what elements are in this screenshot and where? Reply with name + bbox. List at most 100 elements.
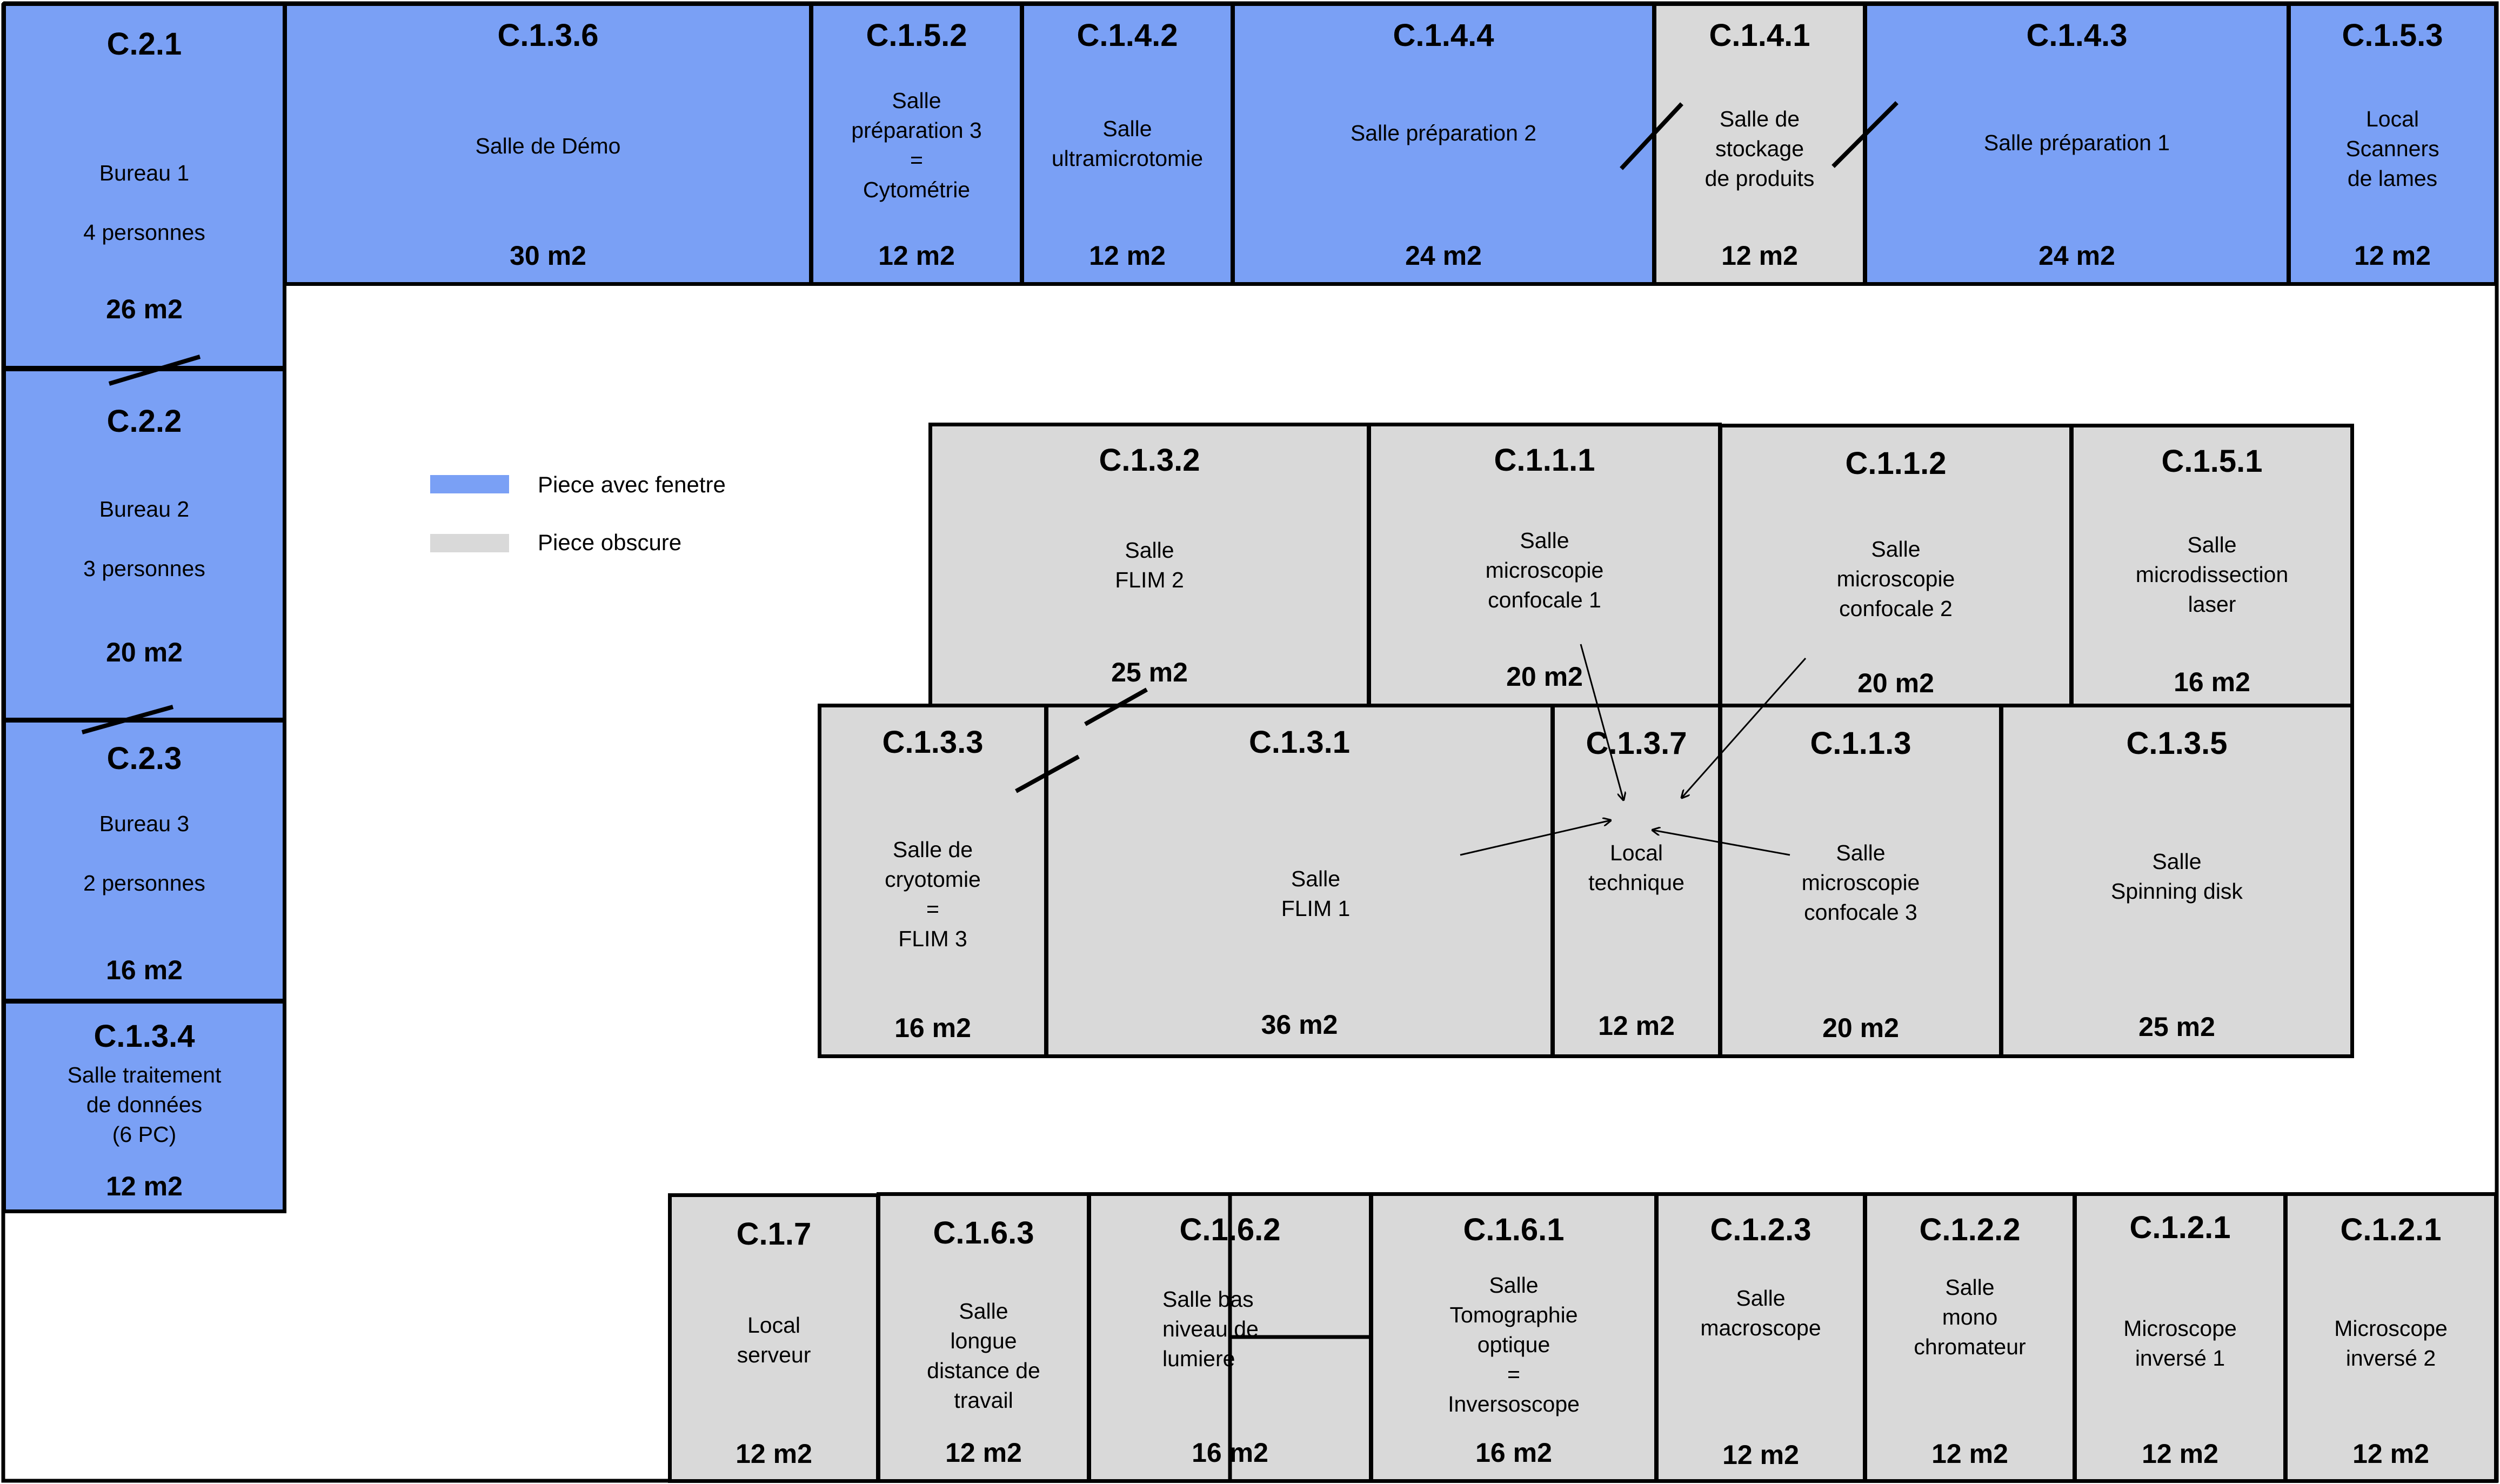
room-id: C.1.2.3 [1710,1212,1812,1247]
room-name: Salle préparation 2 [1350,121,1537,145]
room-c-1-2-1-b: C.1.2.1 Microscope inversé 2 12 m2 [2284,1192,2498,1483]
room-c-1-6-1: C.1.6.1 Salle Tomographie optique = Inve… [1369,1192,1658,1483]
room-c-1-3-7: C.1.3.7 Local technique 12 m2 [1551,704,1722,1058]
room-area: 16 m2 [1192,1438,1268,1468]
room-c-1-2-2: C.1.2.2 Salle mono chromateur 12 m2 [1863,1192,2076,1483]
room-id: C.1.6.1 [1463,1212,1565,1247]
room-name: Salle longue distance de travail [927,1299,1040,1413]
room-c-1-3-5: C.1.3.5 Salle Spinning disk 25 m2 [2000,704,2354,1058]
room-id: C.1.6.3 [933,1215,1034,1251]
room-c-1-1-2: C.1.1.2 Salle microscopie confocale 2 20… [1719,424,2073,709]
room-name: Bureau 2 3 personnes [83,497,205,581]
room-name: Salle microscopie confocale 3 [1801,840,1920,925]
room-name: Local technique [1588,840,1685,895]
room-area: 36 m2 [1261,1010,1338,1040]
room-c-1-6-3: C.1.6.3 Salle longue distance de travail… [877,1192,1091,1483]
room-c-2-1: C.2.1 Bureau 1 4 personnes 26 m2 [2,2,286,370]
room-area: 16 m2 [2174,667,2250,697]
room-id: C.2.3 [106,741,182,776]
room-area: 25 m2 [2138,1012,2215,1042]
room-id: C.1.5.1 [2161,444,2263,479]
room-c-1-1-3: C.1.1.3 Salle microscopie confocale 3 20… [1719,704,2003,1058]
room-id: C.1.3.4 [93,1019,195,1054]
room-name: Salle préparation 3 = Cytométrie [851,88,982,202]
room-area: 24 m2 [1405,240,1482,271]
room-name: Bureau 3 2 personnes [83,811,205,895]
room-name: Salle de Démo [475,133,621,158]
room-c-1-3-6: C.1.3.6 Salle de Démo 30 m2 [283,2,813,286]
room-area: 12 m2 [2352,1439,2429,1469]
room-id: C.1.1.3 [1810,726,1911,761]
room-area: 12 m2 [1722,1440,1799,1470]
room-c-2-2: C.2.2 Bureau 2 3 personnes 20 m2 [2,367,286,721]
room-name: Salle macroscope [1700,1286,1821,1340]
room-c-1-3-3: C.1.3.3 Salle de cryotomie = FLIM 3 16 m… [818,704,1048,1058]
room-area: 12 m2 [106,1171,183,1201]
room-name: Local serveur [737,1313,811,1367]
room-area: 12 m2 [2354,240,2431,271]
room-area: 30 m2 [510,240,586,271]
room-area: 12 m2 [1089,240,1166,271]
room-id: C.1.4.1 [1709,18,1810,53]
room-id: C.1.3.2 [1099,443,1200,478]
room-c-1-3-2: C.1.3.2 Salle FLIM 2 25 m2 [928,423,1371,709]
room-area: 20 m2 [1822,1013,1899,1043]
room-area: 12 m2 [1931,1439,2008,1469]
room-id: C.1.2.1 [2340,1212,2442,1247]
room-area: 25 m2 [1111,657,1188,687]
room-c-1-2-1-a: C.1.2.1 Microscope inversé 1 12 m2 [2073,1192,2287,1483]
room-id: C.1.3.1 [1249,725,1350,760]
room-area: 16 m2 [1475,1438,1552,1468]
room-id: C.1.3.3 [882,725,984,760]
room-c-1-2-3: C.1.2.3 Salle macroscope 12 m2 [1655,1192,1867,1483]
room-c-1-5-2: C.1.5.2 Salle préparation 3 = Cytométrie… [810,2,1024,286]
room-id: C.1.3.6 [497,18,599,53]
room-name: Microscope inversé 2 [2334,1316,2448,1371]
room-area: 12 m2 [945,1438,1022,1468]
room-name: Salle microscopie confocale 2 [1836,537,1955,621]
room-c-1-4-2: C.1.4.2 Salle ultramicrotomie 12 m2 [1020,2,1234,286]
room-area: 20 m2 [106,637,183,667]
room-area: 12 m2 [1721,240,1798,271]
room-name: Salle préparation 1 [1983,130,2170,155]
room-name: Salle FLIM 2 [1115,538,1184,592]
room-c-1-3-4: C.1.3.4 Salle traitement de données (6 P… [2,1000,286,1213]
room-area: 20 m2 [1506,661,1583,692]
room-name: Salle ultramicrotomie [1051,116,1204,171]
room-id: C.1.5.3 [2342,18,2443,53]
room-c-1-3-1: C.1.3.1 Salle FLIM 1 36 m2 [1045,704,1554,1058]
room-id: C.1.2.2 [1919,1212,2021,1247]
room-name: Salle de stockage de produits [1704,106,1815,191]
room-c-1-6-2: C.1.6.2 Salle bas niveau de lumiere 16 m… [1087,1192,1373,1483]
room-c-1-5-3: C.1.5.3 Local Scanners de lames 12 m2 [2287,2,2498,286]
room-id: C.1.2.1 [2129,1210,2231,1245]
room-area: 12 m2 [736,1439,812,1469]
room-c-1-1-1: C.1.1.1 Salle microscopie confocale 1 20… [1367,423,1722,709]
room-c-1-4-4: C.1.4.4 Salle préparation 2 24 m2 [1231,2,1656,286]
room-id: C.1.4.3 [2026,18,2128,53]
room-name: Salle bas niveau de lumiere [1162,1287,1259,1371]
room-id: C.1.6.2 [1179,1212,1281,1247]
room-name: Salle Spinning disk [2111,849,2243,904]
room-id: C.1.4.2 [1077,18,1178,53]
legend-dark-swatch [430,534,509,552]
room-id: C.2.1 [106,26,182,62]
room-id: C.1.3.5 [2126,726,2228,761]
room-area: 12 m2 [1598,1011,1675,1041]
room-id: C.1.4.4 [1393,18,1494,53]
room-name: Salle mono chromateur [1914,1275,2026,1359]
room-area: 16 m2 [106,955,183,985]
room-id: C.1.1.2 [1845,446,1947,481]
room-name: Salle microscopie confocale 1 [1485,528,1604,612]
legend-window-swatch [430,475,509,493]
room-c-1-4-1: C.1.4.1 Salle de stockage de produits 12… [1653,2,1867,286]
legend-window-label: Piece avec fenetre [538,472,726,497]
room-area: 12 m2 [2142,1439,2218,1469]
room-name: Salle Tomographie optique = Inversoscope [1448,1273,1580,1416]
room-id: C.1.7 [736,1216,812,1252]
room-name: Salle FLIM 1 [1281,866,1351,921]
room-id: C.1.1.1 [1494,443,1595,478]
room-area: 12 m2 [878,240,955,271]
room-c-1-7: C.1.7 Local serveur 12 m2 [668,1193,880,1483]
